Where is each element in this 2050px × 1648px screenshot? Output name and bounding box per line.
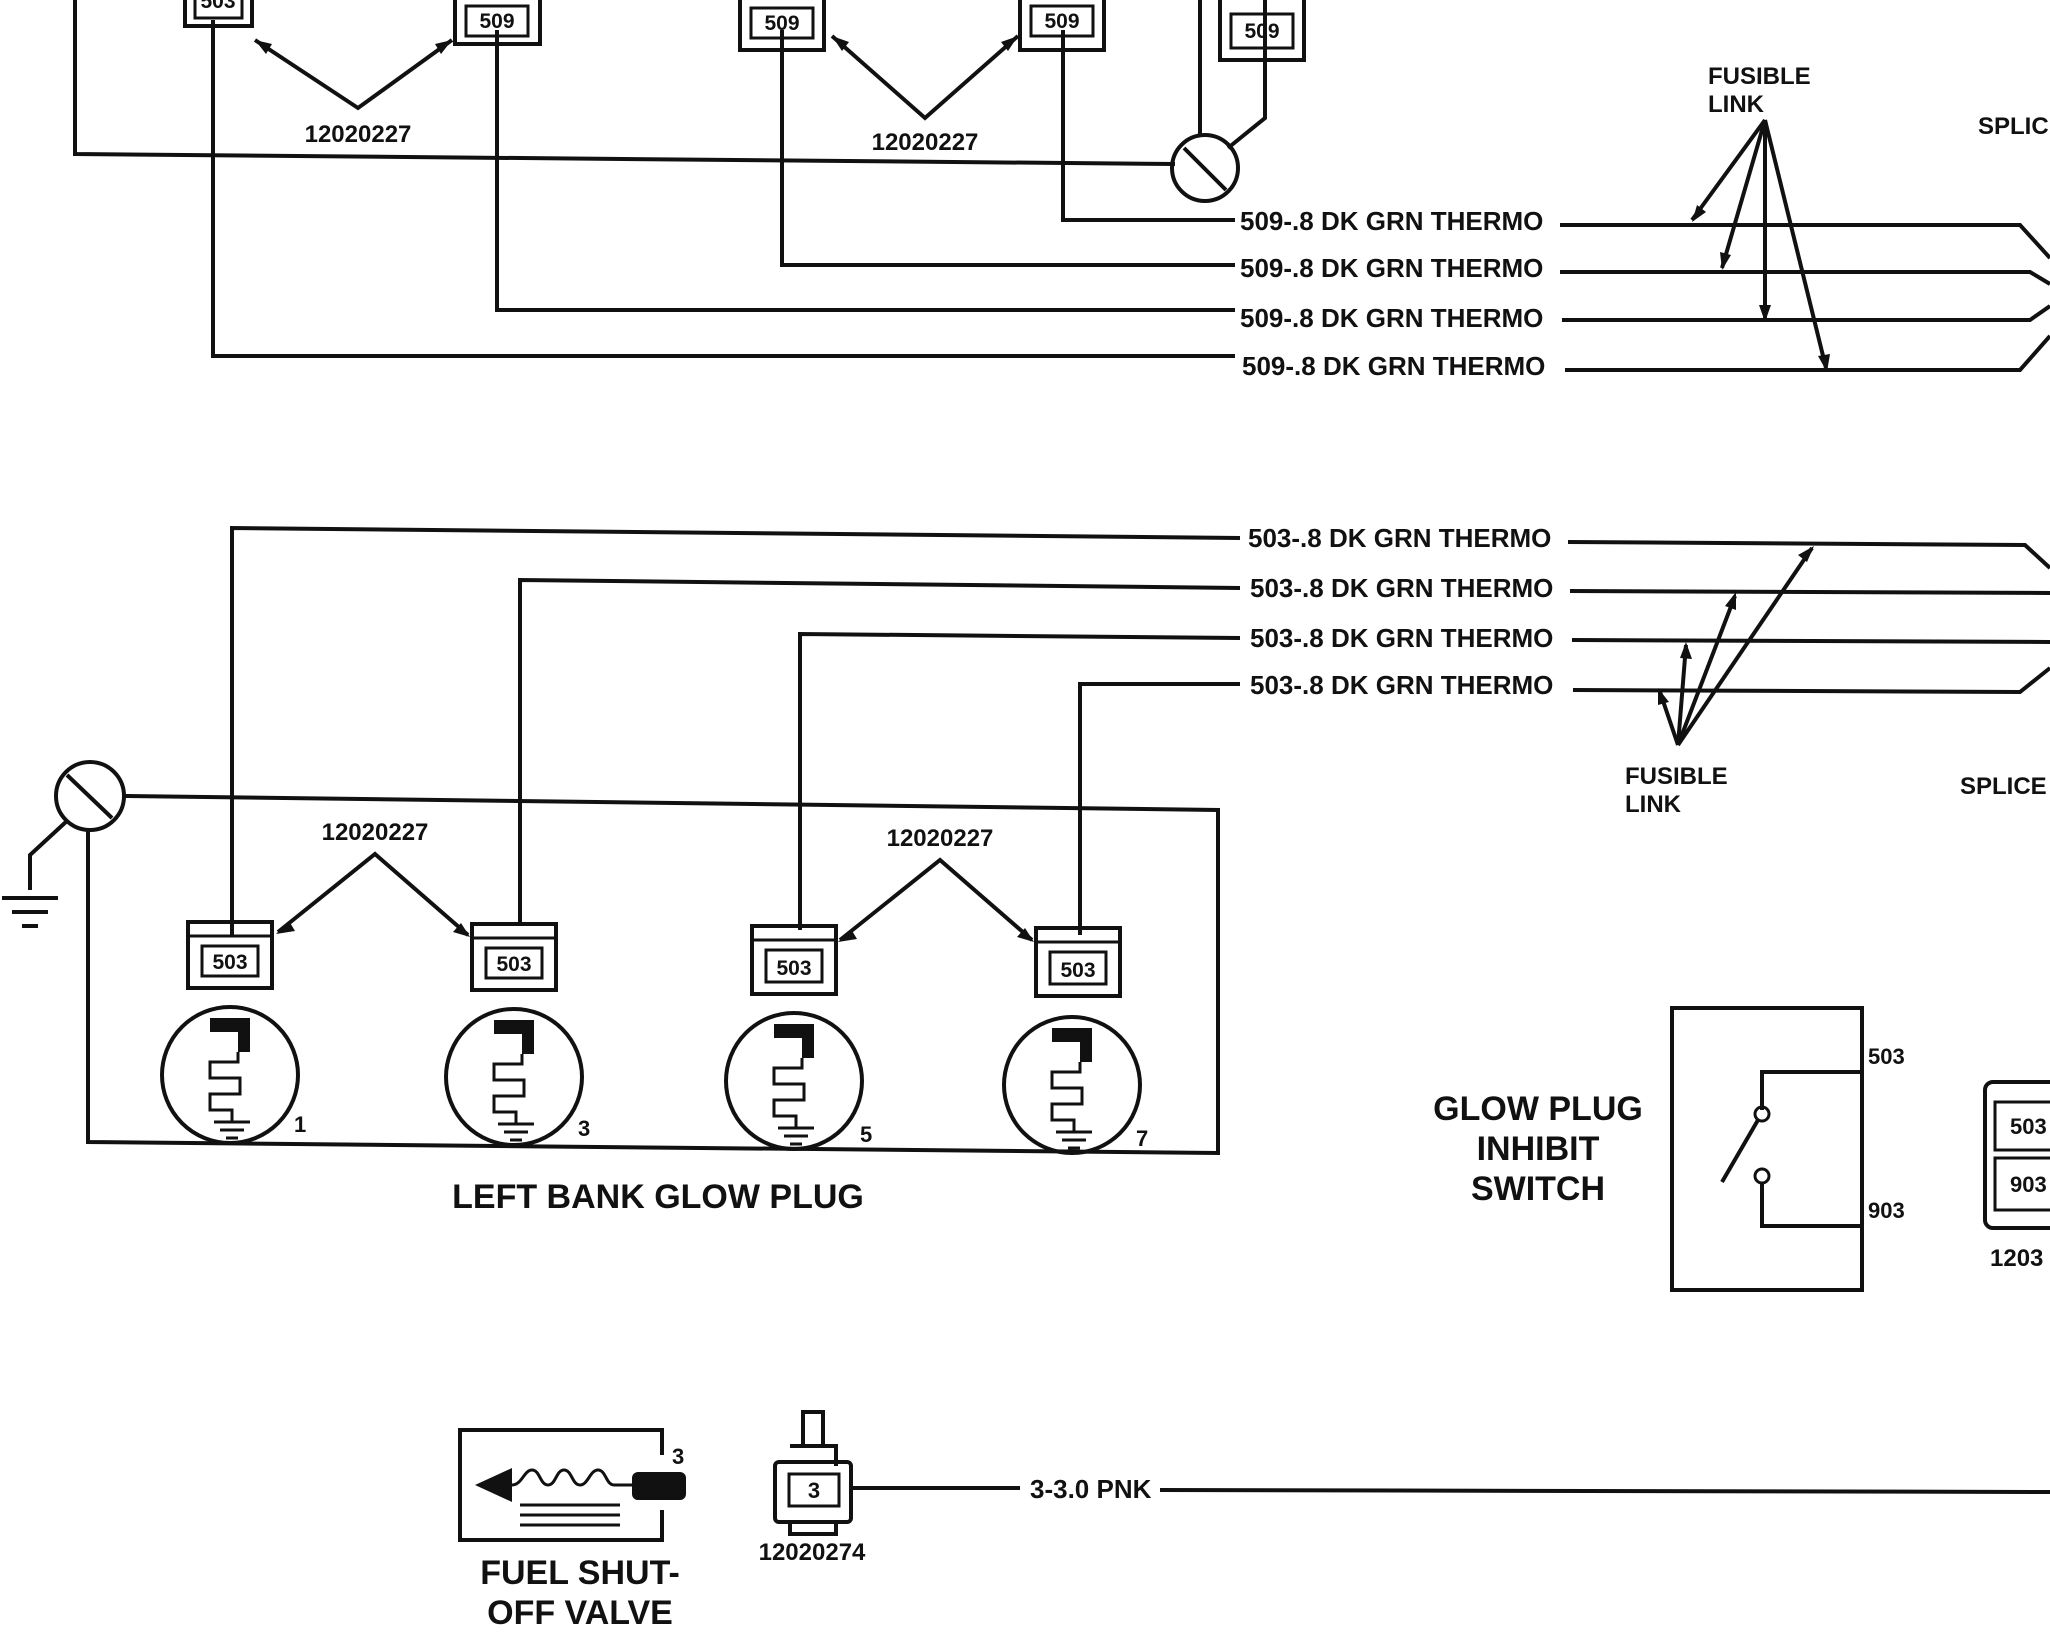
- glow-plug-number: 7: [1136, 1126, 1148, 1151]
- inhibit-switch-title: INHIBIT: [1477, 1130, 1600, 1168]
- inhibit-switch-title: SWITCH: [1471, 1170, 1605, 1208]
- fuel-shutoff-valve: 3: [458, 1428, 686, 1542]
- part-arrow: [276, 851, 470, 937]
- connector-label: 509: [1244, 20, 1279, 43]
- part-number-label: 1203: [1990, 1245, 2043, 1272]
- fusible-link-label: FUSIBLE: [1708, 63, 1811, 90]
- connector-503-top: 503: [183, 0, 254, 28]
- fusible-link-label: LINK: [1708, 91, 1765, 118]
- connector-503-5: 503: [750, 924, 838, 996]
- glow-plug-number: 1: [294, 1112, 306, 1137]
- ground-terminal-top: [1170, 0, 1267, 203]
- connector-label: 3: [808, 1478, 820, 1503]
- top-section: 503 509 509 509 509 12020227 12020227: [73, 0, 2050, 381]
- fuel-valve-connector: 3: [773, 1410, 853, 1536]
- left-bank-title: LEFT BANK GLOW PLUG: [452, 1178, 864, 1216]
- connector-503-3: 503: [470, 922, 558, 992]
- ground-terminal-left: [2, 760, 1220, 1156]
- wire-label: 3-3.0 PNK: [1030, 1474, 1152, 1504]
- connector-label: 903: [2010, 1172, 2047, 1197]
- connector-503-7: 503: [1034, 926, 1122, 998]
- connector-label: 503: [200, 0, 235, 13]
- part-number-label: 12020227: [872, 129, 979, 156]
- left-bank-section: 503-.8 DK GRN THERMO 503-.8 DK GRN THERM…: [2, 523, 2050, 1216]
- glow-plug-5: 5: [724, 1011, 872, 1151]
- connector-label: 503: [212, 951, 247, 974]
- wire-label: 503-.8 DK GRN THERMO: [1250, 623, 1553, 653]
- part-arrow: [253, 38, 454, 111]
- inhibit-switch: 503 903: [1670, 1006, 1905, 1292]
- inhibit-connector: 503 903: [1983, 1080, 2050, 1230]
- glow-plug-3: 3: [444, 1007, 590, 1147]
- fusible-link-label: FUSIBLE: [1625, 763, 1728, 790]
- inhibit-switch-title: GLOW PLUG: [1433, 1090, 1643, 1128]
- connector-label: 509: [764, 12, 799, 35]
- valve-terminal: 3: [672, 1444, 684, 1469]
- part-number-label: 12020227: [887, 825, 994, 852]
- glow-plug-number: 5: [860, 1122, 872, 1147]
- connector-label: 509: [1044, 10, 1079, 33]
- wire-label: 509-.8 DK GRN THERMO: [1240, 303, 1543, 333]
- wire-label: 509-.8 DK GRN THERMO: [1240, 206, 1543, 236]
- wire-label: 503-.8 DK GRN THERMO: [1250, 670, 1553, 700]
- fuel-valve-title: OFF VALVE: [487, 1594, 673, 1632]
- part-arrow: [838, 857, 1034, 942]
- glow-plug-7: 7: [1002, 1015, 1148, 1155]
- splice-label: SPLICE: [1960, 773, 2047, 800]
- connector-503-1: 503: [186, 920, 274, 990]
- part-arrow: [830, 34, 1020, 121]
- fuel-valve-section: 3 FUEL SHUT- OFF VALVE 3 12020274 3-3.0 …: [458, 1410, 2050, 1632]
- wire-label: 503-.8 DK GRN THERMO: [1248, 523, 1551, 553]
- glow-plug-number: 3: [578, 1116, 590, 1141]
- connector-509-d: 509: [1218, 0, 1306, 62]
- splice-label: SPLIC: [1978, 113, 2049, 140]
- part-number-label: 12020227: [322, 819, 429, 846]
- wire-label: 509-.8 DK GRN THERMO: [1242, 351, 1545, 381]
- glow-plug-1: 1: [160, 1005, 306, 1145]
- connector-label: 503: [496, 953, 531, 976]
- connector-label: 503: [1060, 959, 1095, 982]
- fuel-valve-title: FUEL SHUT-: [480, 1554, 680, 1592]
- connector-label: 509: [479, 10, 514, 33]
- switch-terminal: 503: [1868, 1044, 1905, 1069]
- switch-terminal: 903: [1868, 1198, 1905, 1223]
- connector-label: 503: [776, 957, 811, 980]
- inhibit-switch-section: GLOW PLUG INHIBIT SWITCH 503 903 503 903…: [1433, 1006, 2050, 1292]
- fusible-link-label: LINK: [1625, 791, 1682, 818]
- part-number-label: 12020227: [305, 121, 412, 148]
- wire-label: 503-.8 DK GRN THERMO: [1250, 573, 1553, 603]
- wire-label: 509-.8 DK GRN THERMO: [1240, 253, 1543, 283]
- connector-label: 503: [2010, 1114, 2047, 1139]
- part-number-label: 12020274: [759, 1539, 866, 1566]
